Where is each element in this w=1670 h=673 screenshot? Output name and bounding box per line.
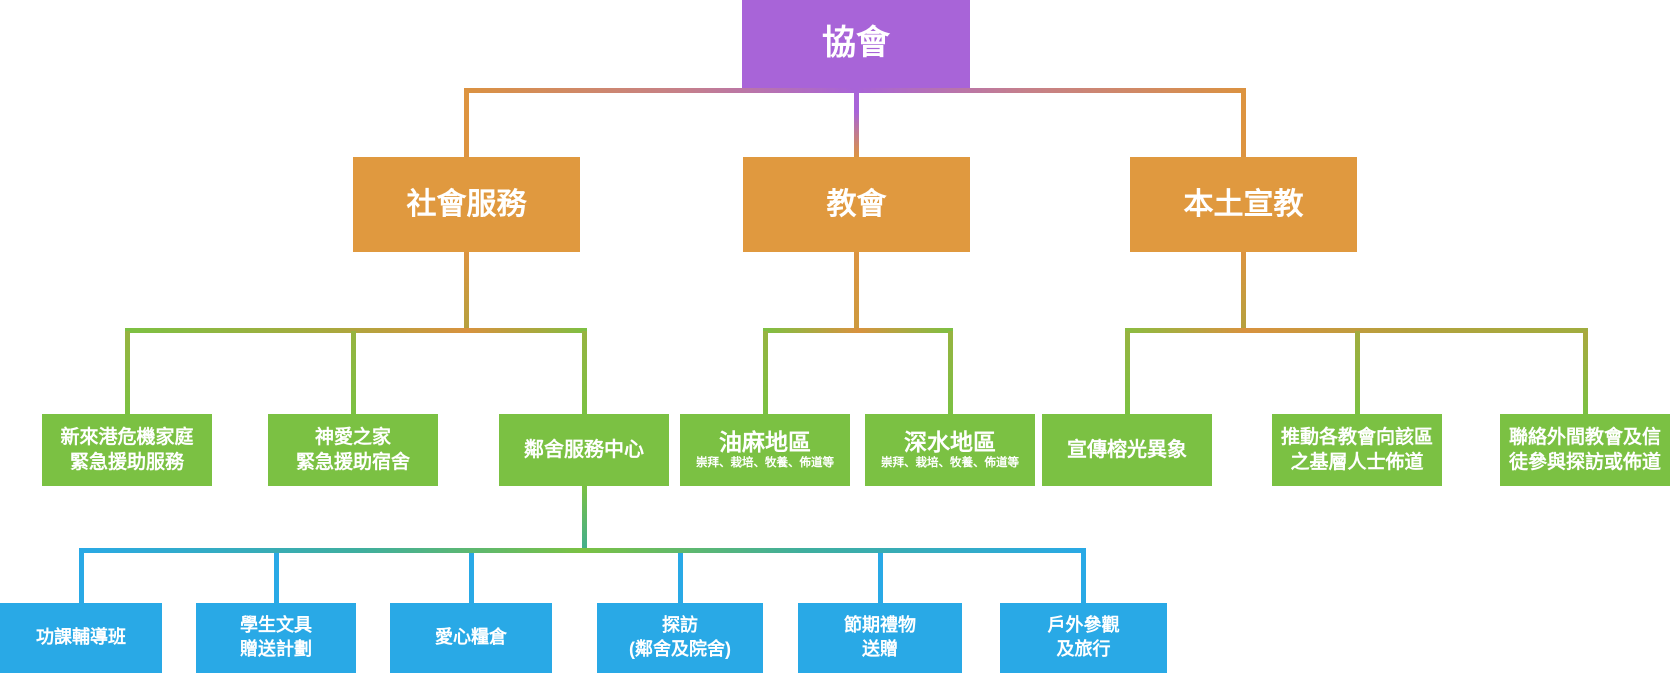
connector-drop-stationery (273, 553, 279, 603)
node-homework-tutoring: 功課輔導班 (0, 603, 162, 673)
node-association-label: 協會 (822, 24, 890, 63)
node-subtitle: 崇拜、栽培、牧養、佈道等 (696, 456, 834, 469)
connector-root-drop-center (853, 88, 859, 157)
node-neighbourhood-service-centre: 鄰舍服務中心 (499, 414, 669, 486)
connector-drop-liaise (1582, 331, 1588, 414)
node-local-mission-label: 本土宣教 (1183, 188, 1304, 221)
node-yaumatei-district: 油麻地區 崇拜、栽培、牧養、佈道等 (680, 414, 850, 486)
connector-drop-house-of-love (350, 331, 356, 414)
connector-drop-mobilize (1354, 331, 1360, 414)
connector-drop-newcomer (124, 331, 130, 414)
node-local-mission: 本土宣教 (1130, 157, 1357, 252)
node-church-label: 教會 (826, 188, 887, 221)
node-label-line: 節期禮物 (844, 615, 916, 636)
connector-drop-homework (78, 553, 84, 603)
node-label-line: 及旅行 (1056, 639, 1111, 659)
node-label-line: 學生文具 (240, 615, 312, 636)
node-label-line: 宣傳榕光異象 (1067, 439, 1187, 461)
node-love-food-bank: 愛心糧倉 (390, 603, 552, 673)
node-title: 油麻地區 (719, 429, 811, 456)
connector-social-services-rail (124, 328, 587, 333)
connector-neighbourhood-stem (581, 486, 587, 553)
node-newcomer-crisis-families: 新來港危機家庭 緊急援助服務 (42, 414, 212, 486)
connector-root-drop-right (1240, 90, 1246, 157)
connector-neighbourhood-rail (78, 548, 1086, 553)
node-label-line: 推動各教會向該區 (1280, 426, 1433, 448)
node-house-of-gods-love: 神愛之家 緊急援助宿舍 (268, 414, 438, 486)
connector-church-stem (853, 252, 859, 333)
connector-drop-yaumatei (762, 331, 768, 414)
node-label-line: (鄰舍及院舍) (629, 639, 731, 659)
connector-drop-foodbank (468, 553, 474, 603)
node-label-line: 贈送計劃 (240, 639, 312, 659)
node-label-line: 愛心糧倉 (435, 627, 507, 648)
connector-church-rail (762, 328, 953, 333)
node-association: 協會 (742, 0, 970, 88)
connector-drop-vision (1124, 331, 1130, 414)
node-label-line: 探訪 (662, 615, 698, 636)
node-social-services-label: 社會服務 (406, 188, 527, 221)
node-label-line: 新來港危機家庭 (60, 426, 194, 448)
connector-social-services-stem (463, 252, 469, 333)
node-subtitle: 崇拜、栽培、牧養、佈道等 (881, 456, 1019, 469)
connector-root-drop-left (463, 90, 469, 157)
node-visitation: 探訪 (鄰舍及院舍) (597, 603, 763, 673)
connector-local-mission-stem (1240, 252, 1246, 333)
node-label-line: 聯絡外間教會及信 (1508, 426, 1661, 448)
node-label-line: 鄰舍服務中心 (524, 439, 644, 461)
node-church: 教會 (743, 157, 970, 252)
node-label-line: 神愛之家 (314, 426, 391, 448)
node-social-services: 社會服務 (353, 157, 580, 252)
node-label-line: 功課輔導班 (36, 627, 126, 648)
node-shamshui-district: 深水地區 崇拜、栽培、牧養、佈道等 (865, 414, 1035, 486)
node-outings-trips: 戶外參觀 及旅行 (1000, 603, 1167, 673)
node-liaise-external-churches: 聯絡外間教會及信 徒參與探訪或佈道 (1500, 414, 1670, 486)
connector-drop-visitation (677, 553, 683, 603)
node-promote-vision: 宣傳榕光異象 (1042, 414, 1212, 486)
node-label-line: 徒參與探訪或佈道 (1508, 452, 1661, 473)
node-mobilize-churches: 推動各教會向該區 之基層人士佈道 (1272, 414, 1442, 486)
connector-drop-festival-gifts (877, 553, 883, 603)
connector-drop-neighbourhood-centre (581, 331, 587, 414)
connector-drop-shamshui (947, 331, 953, 414)
node-label-line: 戶外參觀 (1047, 615, 1120, 636)
node-title: 深水地區 (904, 429, 996, 456)
node-label-line: 緊急援助宿舍 (295, 452, 410, 473)
node-label-line: 緊急援助服務 (69, 452, 184, 473)
connector-drop-outings (1080, 553, 1086, 603)
node-label-line: 送贈 (862, 639, 898, 659)
connector-local-mission-rail (1124, 328, 1588, 333)
node-label-line: 之基層人士佈道 (1290, 452, 1424, 473)
node-festival-gifts: 節期禮物 送贈 (798, 603, 962, 673)
node-stationery-gift-scheme: 學生文具 贈送計劃 (196, 603, 356, 673)
